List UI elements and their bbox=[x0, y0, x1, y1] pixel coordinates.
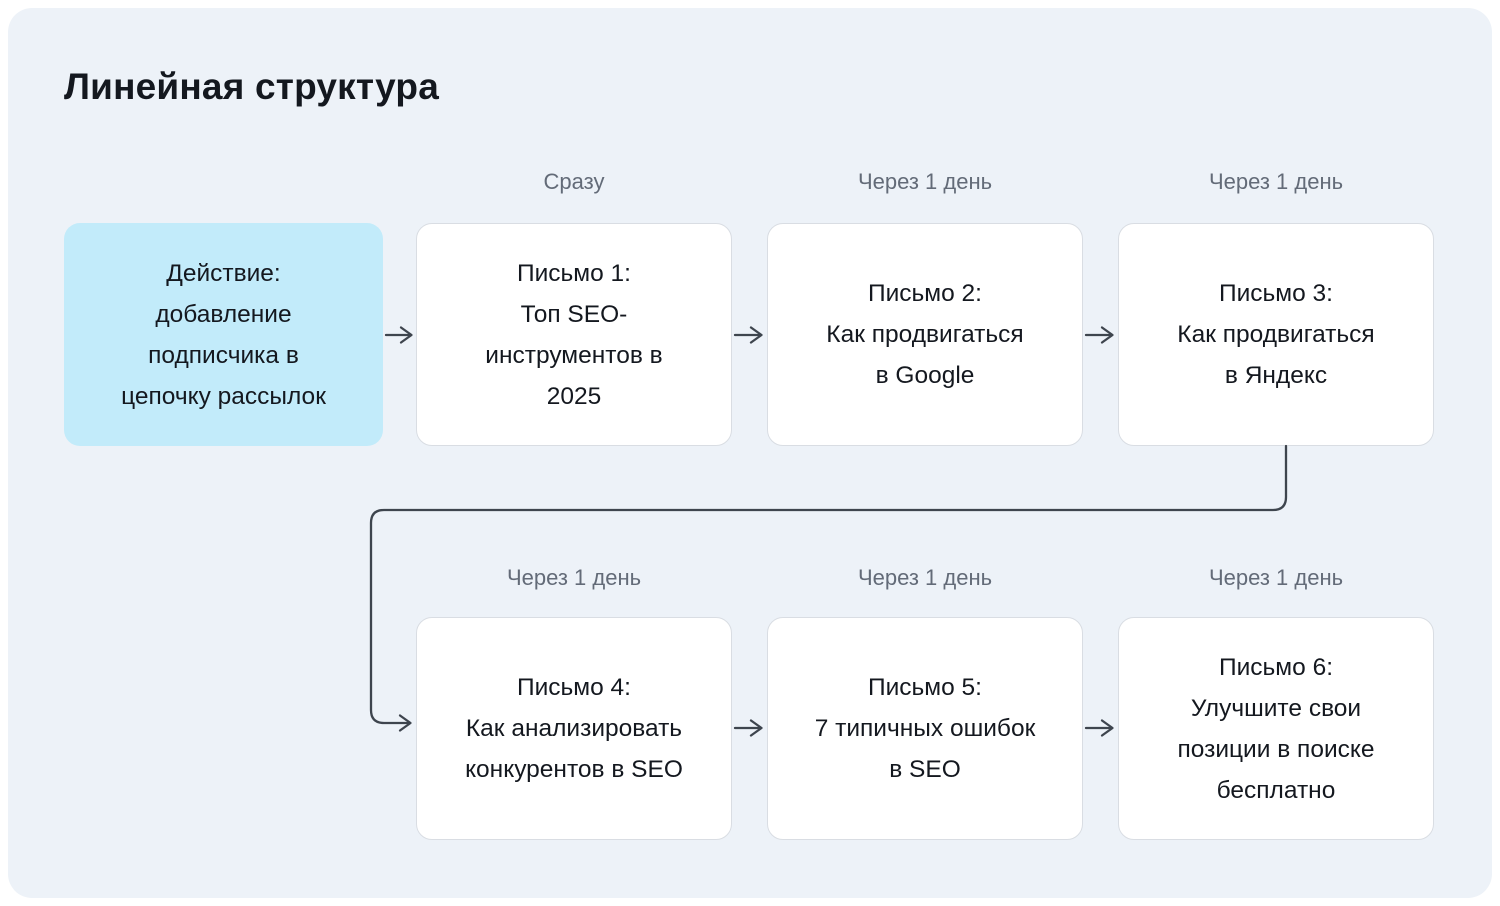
email-node-3: Письмо 3: Как продвигаться в Яндекс bbox=[1118, 223, 1434, 446]
delay-label-email-6: Через 1 день bbox=[1118, 564, 1434, 592]
email-node-4: Письмо 4: Как анализировать конкурентов … bbox=[416, 617, 732, 840]
delay-label-email-1: Сразу bbox=[416, 168, 732, 196]
action-node-text: Действие: добавление подписчика в цепочк… bbox=[121, 253, 326, 417]
email-node-1-text: Письмо 1: Топ SEO- инструментов в 2025 bbox=[485, 253, 662, 417]
delay-label-email-2: Через 1 день bbox=[767, 168, 1083, 196]
email-node-1: Письмо 1: Топ SEO- инструментов в 2025 bbox=[416, 223, 732, 446]
delay-label-email-5: Через 1 день bbox=[767, 564, 1083, 592]
action-node: Действие: добавление подписчика в цепочк… bbox=[64, 223, 383, 446]
diagram-title: Линейная структура bbox=[64, 66, 439, 108]
delay-label-email-3: Через 1 день bbox=[1118, 168, 1434, 196]
email-node-5: Письмо 5: 7 типичных ошибок в SEO bbox=[767, 617, 1083, 840]
email-node-5-text: Письмо 5: 7 типичных ошибок в SEO bbox=[815, 667, 1036, 790]
email-node-6: Письмо 6: Улучшите свои позиции в поиске… bbox=[1118, 617, 1434, 840]
email-node-4-text: Письмо 4: Как анализировать конкурентов … bbox=[465, 667, 683, 790]
delay-label-email-4: Через 1 день bbox=[416, 564, 732, 592]
email-node-2-text: Письмо 2: Как продвигаться в Google bbox=[826, 273, 1023, 396]
email-node-3-text: Письмо 3: Как продвигаться в Яндекс bbox=[1177, 273, 1374, 396]
email-node-2: Письмо 2: Как продвигаться в Google bbox=[767, 223, 1083, 446]
email-node-6-text: Письмо 6: Улучшите свои позиции в поиске… bbox=[1177, 647, 1374, 811]
